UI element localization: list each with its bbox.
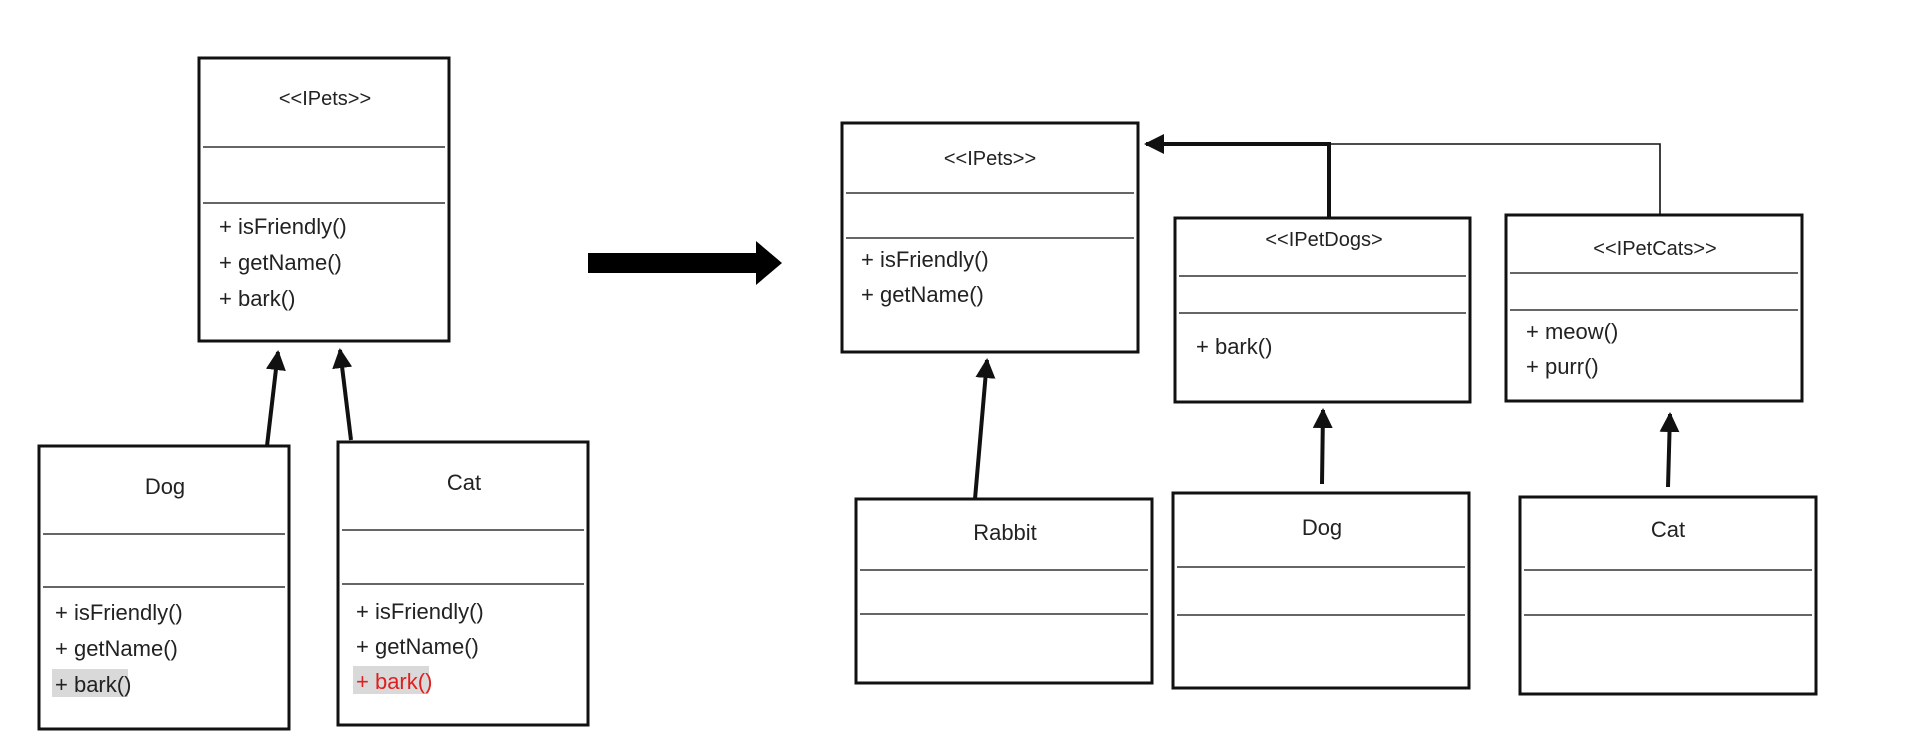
refactor-arrow	[588, 241, 782, 285]
after-cat-box	[1518, 495, 1818, 696]
after-rabbit-box	[854, 497, 1154, 685]
before-dog-method-highlighted: + bark()	[55, 672, 131, 697]
after-rabbit-class: Rabbit	[854, 497, 1154, 685]
before-ipets-method: + getName()	[219, 250, 342, 275]
after-ipets-method: + isFriendly()	[861, 247, 989, 272]
after-ipetdogs-name: <<IPetDogs>	[1265, 229, 1382, 251]
refactor-arrow-shaft	[588, 253, 758, 273]
before-dog-bark-highlight	[52, 669, 128, 697]
before-cat-method: + isFriendly()	[356, 599, 484, 624]
after-ipetcats-method: + purr()	[1526, 354, 1599, 379]
after-dog-class: Dog	[1171, 491, 1471, 690]
before-cat-class: Cat + isFriendly() + getName() + bark()	[336, 440, 590, 727]
before-ipets-box	[197, 56, 451, 343]
before-ipets-name: <<IPets>>	[279, 88, 371, 110]
before-dog-inherits-arrow	[265, 350, 286, 447]
before-cat-method: + getName()	[356, 634, 479, 659]
refactor-arrow-head	[756, 241, 782, 285]
after-dog-inherits-arrow	[1312, 408, 1333, 485]
before-ipets-method: + isFriendly()	[219, 214, 347, 239]
before-cat-name: Cat	[447, 470, 481, 495]
before-dog-name: Dog	[145, 474, 185, 499]
after-ipetdogs-box	[1173, 216, 1472, 404]
before-dog-method: + isFriendly()	[55, 600, 183, 625]
after-ipets-name: <<IPets>>	[944, 148, 1036, 170]
after-ipetcats-method: + meow()	[1526, 319, 1618, 344]
after-ipetcats-box	[1504, 213, 1804, 403]
after-ipetcats-name: <<IPetCats>>	[1593, 238, 1716, 260]
before-ipets-method: + bark()	[219, 286, 295, 311]
before-dog-class: Dog + isFriendly() + getName() + bark()	[37, 444, 291, 731]
before-cat-bark-highlight	[353, 666, 429, 694]
after-cat-class: Cat	[1518, 495, 1818, 696]
after-ipetdogs-method: + bark()	[1196, 334, 1272, 359]
after-rabbit-inherits-arrow	[973, 358, 996, 500]
after-rabbit-name: Rabbit	[973, 520, 1037, 545]
after-ipetdogs-extends-arrow	[1144, 134, 1331, 218]
after-ipets-method: + getName()	[861, 282, 984, 307]
after-dog-name: Dog	[1302, 515, 1342, 540]
after-cat-inherits-arrow	[1659, 412, 1680, 488]
after-ipets-class: <<IPets>> + isFriendly() + getName()	[840, 121, 1140, 354]
after-ipetcats-extends-connector	[1329, 143, 1661, 215]
before-cat-method-error: + bark()	[356, 669, 432, 694]
after-ipetcats-class: <<IPetCats>> + meow() + purr()	[1504, 213, 1804, 403]
after-dog-box	[1171, 491, 1471, 690]
before-cat-inherits-arrow	[332, 348, 353, 441]
before-dog-method: + getName()	[55, 636, 178, 661]
after-ipetdogs-class: <<IPetDogs> + bark()	[1173, 216, 1472, 404]
after-cat-name: Cat	[1651, 517, 1685, 542]
before-ipets-class: <<IPets>> + isFriendly() + getName() + b…	[197, 56, 451, 343]
